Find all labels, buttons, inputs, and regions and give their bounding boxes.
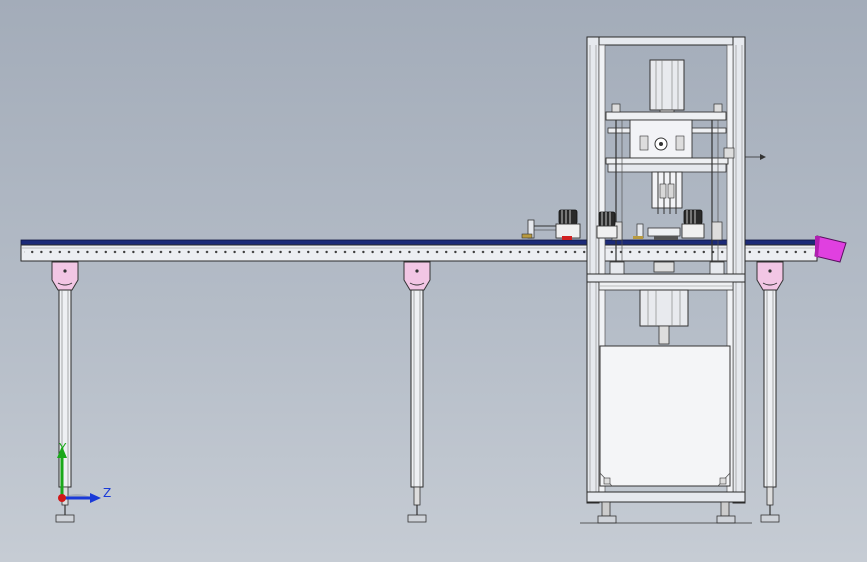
conveyor-belt [20,239,818,246]
leg-bracket [403,261,431,291]
support-leg-3[interactable] [756,261,784,523]
axis-origin-icon [58,494,66,502]
support-leg-1[interactable] [51,261,79,523]
leveling-foot [597,515,617,524]
leg-bracket [51,261,79,291]
leveling-foot [716,515,736,524]
frame-top-beam [586,36,746,46]
leg-post [763,289,777,488]
frame-bottom-beam [586,491,746,503]
conveyor [20,239,818,262]
bottle[interactable] [555,209,581,240]
support-leg-2[interactable] [403,261,431,523]
leveling-foot [55,514,75,523]
bottle[interactable] [596,211,618,239]
frame-mid-beam [586,273,746,283]
axis-y-label: Y [58,441,67,455]
cylinder-actuator[interactable] [649,59,685,121]
filling-nozzles[interactable] [647,171,683,240]
cabinet-panel[interactable] [599,345,731,487]
frame-post-right [732,36,746,504]
leg-post [410,289,424,488]
filling-station-frame[interactable] [580,36,752,524]
axis-z-label: Z [103,486,111,500]
axis-triad: Y Z [57,441,111,503]
leg-bracket [756,261,784,291]
conveyor-rail-holes [24,245,812,261]
leveling-foot [760,514,780,523]
bottle-stopper[interactable] [521,219,644,239]
leveling-foot [407,514,427,523]
frame-post-left [586,36,600,504]
bottle[interactable] [681,209,705,239]
lower-cylinder-actuator[interactable] [639,261,689,345]
filling-head-carriage[interactable] [605,103,766,262]
discharge-chute[interactable] [814,235,847,263]
